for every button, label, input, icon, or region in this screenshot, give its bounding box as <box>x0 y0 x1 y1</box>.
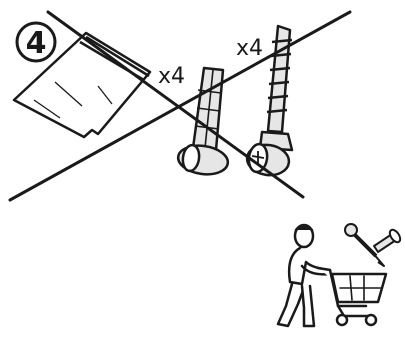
screw-icon <box>245 24 294 177</box>
anchor-quantity-label: x4 <box>158 64 185 89</box>
cross-out-icon <box>8 10 352 202</box>
step-number: 4 <box>26 26 47 61</box>
mini-screw-icon <box>344 223 378 258</box>
mini-anchor-icon <box>371 228 402 267</box>
step-badge: 4 <box>15 21 57 63</box>
screw-quantity-label: x4 <box>236 36 263 61</box>
person-icon <box>276 223 332 328</box>
shopping-cart-icon <box>316 266 388 327</box>
